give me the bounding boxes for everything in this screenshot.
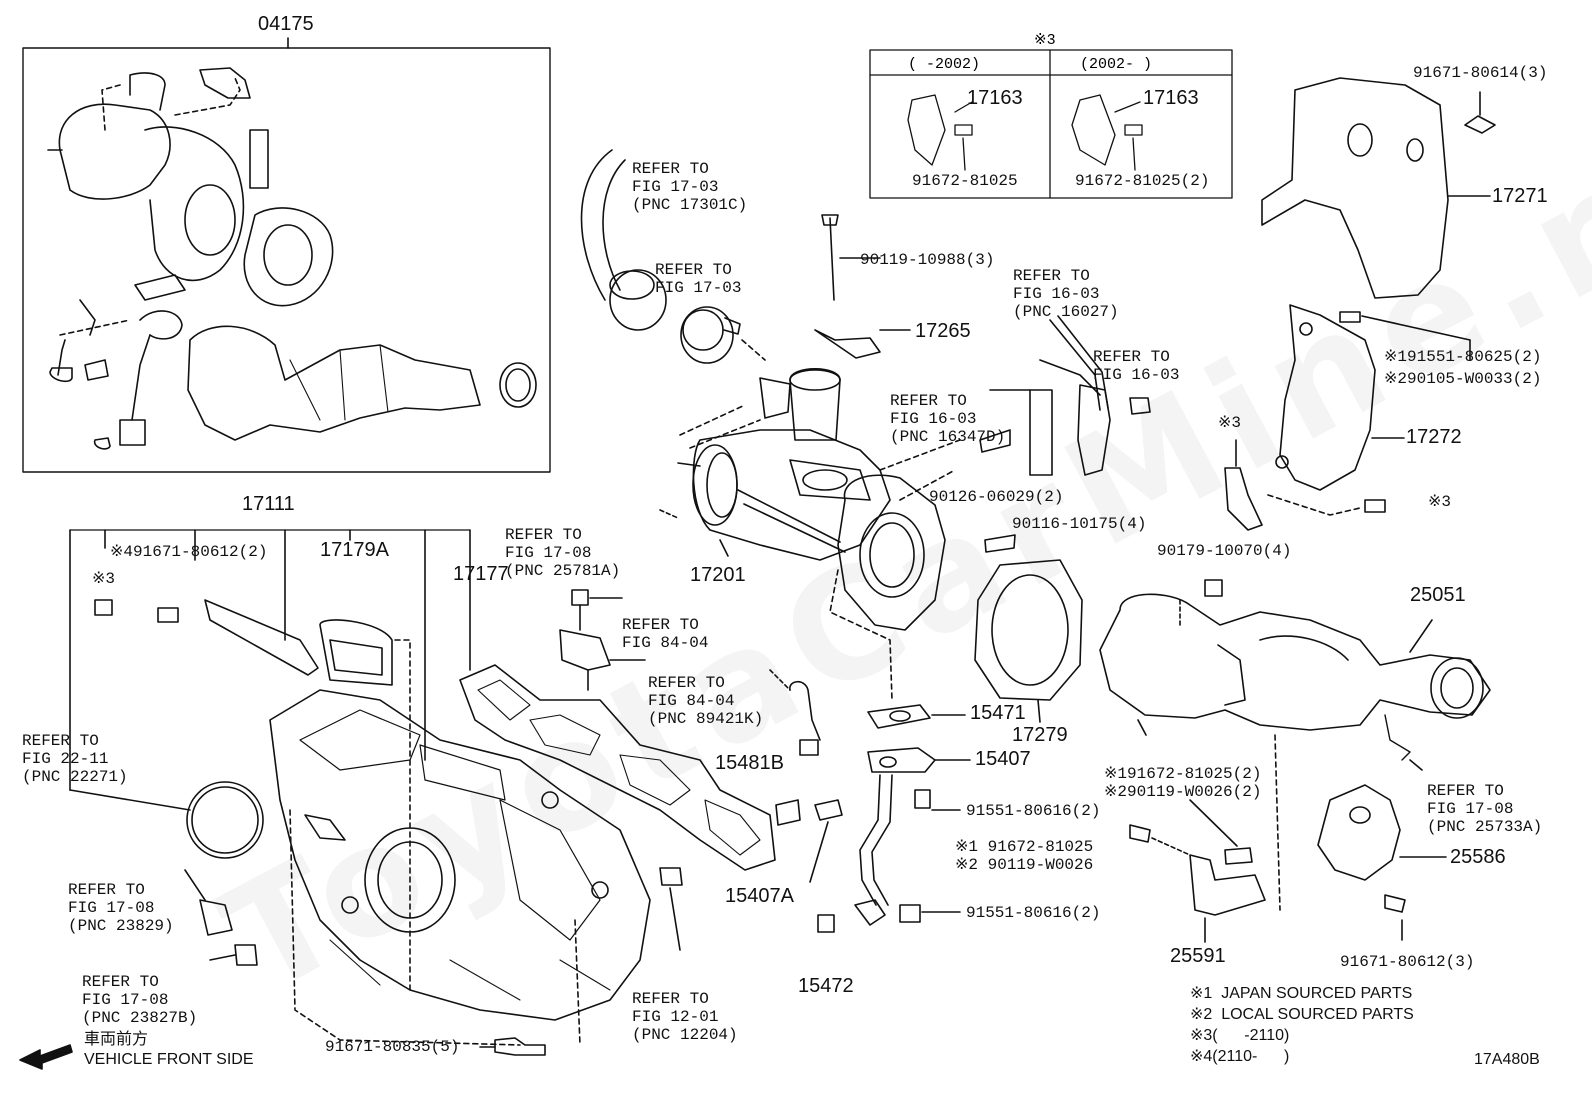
part-25591: 25591 <box>1170 945 1226 967</box>
inset-range-right: (2002- ) <box>1080 56 1153 73</box>
part-91671-80612-3: 91671-80612(3) <box>1340 953 1475 971</box>
part-04175-label: 04175 <box>258 13 314 35</box>
note3-manifold: ※3 <box>92 570 116 588</box>
part-15472: 15472 <box>798 975 854 997</box>
turbocharger-drawing <box>659 214 1016 701</box>
part-91551-80625: ※191551-80625(2) <box>1384 348 1542 366</box>
legend-note-1: ※1 JAPAN SOURCED PARTS <box>1190 985 1413 1002</box>
part-17163-right: 17163 <box>1143 87 1199 109</box>
part-25586: 25586 <box>1450 846 1506 868</box>
bolt-91672-81025-left: 91672-81025 <box>912 172 1018 190</box>
part-25051: 25051 <box>1410 584 1466 606</box>
vehicle-front-arrow <box>19 1044 73 1070</box>
heat-insulator-drawing <box>1224 77 1496 531</box>
inset-table-frame <box>869 49 1233 199</box>
note3-bracket: ※3 <box>1218 414 1242 432</box>
part-17111: 17111 <box>242 493 295 515</box>
part-91671-80835: 91671-80835(5) <box>325 1038 460 1056</box>
legend-note-2: ※2 LOCAL SOURCED PARTS <box>1190 1006 1414 1023</box>
note3-bolt: ※3 <box>1428 493 1452 511</box>
inset-range-left: ( -2002) <box>908 56 981 73</box>
vehicle-front-jp: 車両前方 <box>84 1031 149 1048</box>
part-15471: 15471 <box>970 702 1026 724</box>
part-17279: 17279 <box>1012 724 1068 746</box>
inset-note3-marker: ※3 <box>1034 32 1056 49</box>
catalytic-converter-drawing <box>1099 579 1491 911</box>
legend-note-4: ※4(2110- ) <box>1190 1048 1290 1065</box>
hose-drawing <box>580 149 766 449</box>
part-17163-left: 17163 <box>967 87 1023 109</box>
wastegate-bracket-drawing <box>989 315 1151 476</box>
part-90126-06029: 90126-06029(2) <box>929 488 1064 506</box>
part-90119-10988: 90119-10988(3) <box>860 251 995 269</box>
part-15481b: 15481B <box>715 752 784 774</box>
vehicle-front-en: VEHICLE FRONT SIDE <box>84 1051 254 1068</box>
part-17265: 17265 <box>915 320 971 342</box>
part-91671-80614: 91671-80614(3) <box>1413 64 1548 82</box>
part-17272: 17272 <box>1406 426 1462 448</box>
part-17177: 17177 <box>453 563 509 585</box>
part-15407a: 15407A <box>725 885 794 907</box>
part-90105-w0033: ※290105-W0033(2) <box>1384 370 1542 388</box>
assembly-box-04175 <box>22 37 551 473</box>
part-91551-80616-a: 91551-80616(2) <box>966 802 1101 820</box>
part-91551-80616-b: 91551-80616(2) <box>966 904 1101 922</box>
bolt-91672-81025-right: 91672-81025(2) <box>1075 172 1210 190</box>
part-15407: 15407 <box>975 748 1031 770</box>
part-90119-w0026-b: ※2 90119-W0026 <box>955 856 1094 874</box>
part-91672-81025-c: ※191672-81025(2) <box>1104 765 1262 783</box>
intake-manifold-drawing <box>69 529 776 1056</box>
part-17201: 17201 <box>690 564 746 586</box>
legend-note-3: ※3( -2110) <box>1190 1027 1290 1044</box>
oil-pipe-drawing <box>769 669 971 933</box>
sensor-drawing <box>559 589 683 951</box>
stay-drawing <box>1129 784 1447 943</box>
part-17271: 17271 <box>1492 185 1548 207</box>
part-90116-10175: 90116-10175(4) <box>1012 515 1147 533</box>
part-91671-80612-2: ※491671-80612(2) <box>110 543 268 561</box>
part-17179a: 17179A <box>320 539 389 561</box>
diagram-code: 17A480B <box>1474 1051 1540 1068</box>
part-90179-10070: 90179-10070(4) <box>1157 542 1292 560</box>
part-91672-81025-b: ※1 91672-81025 <box>955 838 1094 856</box>
gasket-drawing <box>974 559 1083 723</box>
part-90119-w0026-c: ※290119-W0026(2) <box>1104 783 1262 801</box>
